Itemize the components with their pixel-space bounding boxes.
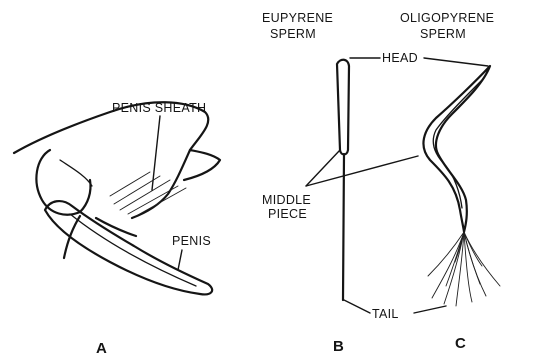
oligopyrene-body xyxy=(423,66,490,232)
eupyrene-sperm-drawing xyxy=(337,60,349,300)
panel-a-letter: A xyxy=(96,340,107,356)
penis-sheath-lobe xyxy=(36,150,90,215)
eupyrene-title-line1: EUPYRENE xyxy=(262,11,333,25)
oligopyrene-title-line1: OLIGOPYRENE xyxy=(400,11,494,25)
penis-sheath-lobe-inner xyxy=(60,160,92,186)
panel-c-letter: C xyxy=(455,335,466,352)
eupyrene-title-line2: SPERM xyxy=(270,27,316,41)
panel-a-drawing xyxy=(14,102,220,294)
tail-leader-eupyrene xyxy=(344,300,370,313)
head-label: HEAD xyxy=(382,51,418,65)
sheath-hatching xyxy=(110,172,186,216)
oligopyrene-sperm-drawing xyxy=(423,66,500,306)
middle-piece-leader-lower xyxy=(306,156,418,186)
penis-label: PENIS xyxy=(172,234,211,248)
tail-label: TAIL xyxy=(372,307,399,321)
panel-b-letter: B xyxy=(333,338,344,355)
middle-piece-label-line2: PIECE xyxy=(268,207,307,221)
penis-sheath-label: PENIS SHEATH xyxy=(112,101,206,115)
tail-leader-oligopyrene xyxy=(414,306,446,313)
eupyrene-head xyxy=(337,60,349,155)
oligopyrene-tail xyxy=(428,232,500,306)
oligopyrene-title-line2: SPERM xyxy=(420,27,466,41)
penis-leader xyxy=(178,250,182,270)
head-leader-oligopyrene xyxy=(424,58,488,66)
middle-piece-leader-upper xyxy=(306,150,340,186)
middle-piece-label-line1: MIDDLE xyxy=(262,193,311,207)
penis-sheath-tip xyxy=(184,150,220,180)
